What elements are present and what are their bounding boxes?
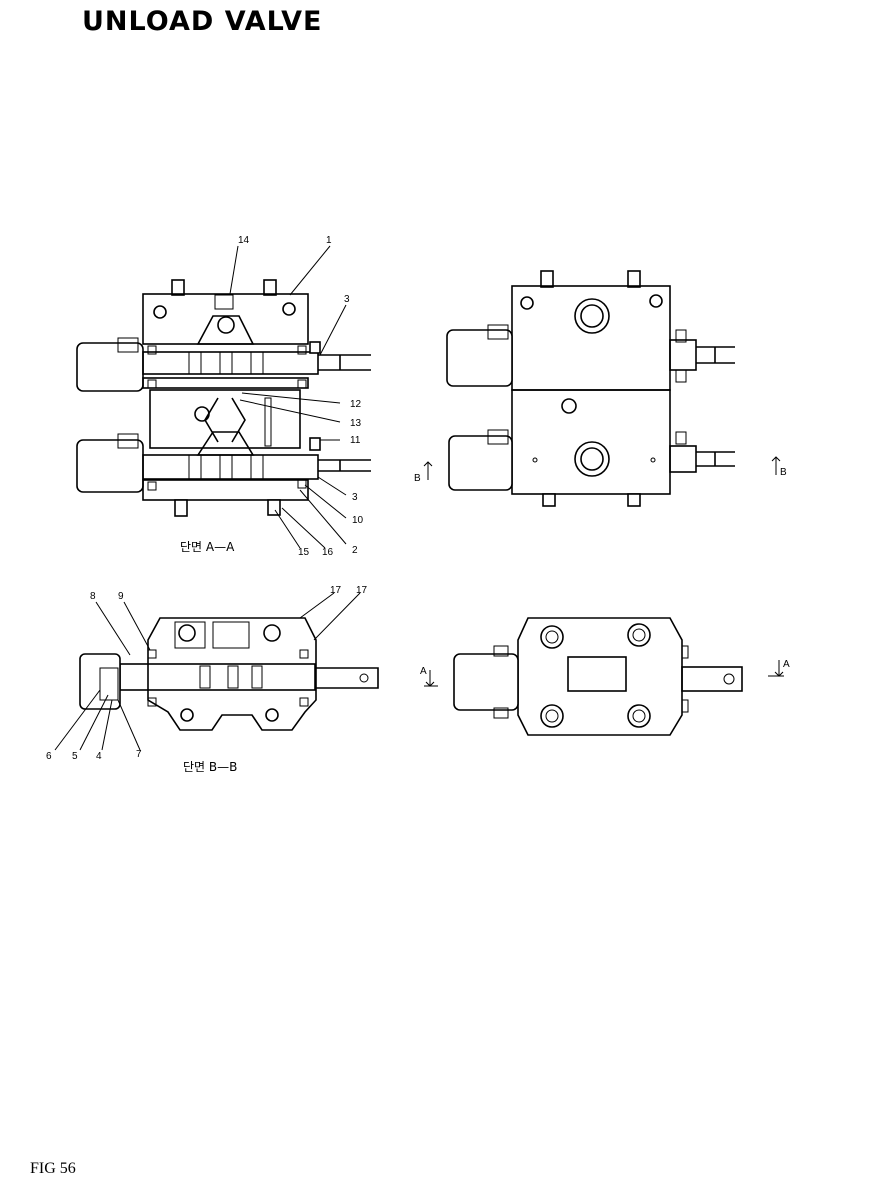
callout-11: 11 <box>350 435 361 446</box>
figure-label: FIG 56 <box>30 1160 76 1177</box>
callout-5: 5 <box>72 751 78 762</box>
callout-7: 7 <box>136 749 142 760</box>
section-marker-b-left: B <box>414 473 421 484</box>
section-bb-drawing <box>54 592 379 751</box>
section-marker-a-right: A <box>783 659 790 670</box>
callout-8: 8 <box>90 591 96 602</box>
callout-1: 1 <box>326 235 332 246</box>
callout-4: 4 <box>96 751 102 762</box>
callout-9: 9 <box>118 591 124 602</box>
callout-3-upper: 3 <box>344 294 350 305</box>
callout-17-a: 17 <box>330 585 342 596</box>
callout-13: 13 <box>350 418 362 429</box>
callout-2: 2 <box>352 545 358 556</box>
callout-16: 16 <box>322 547 334 558</box>
caption-section-aa: 단면 A—A <box>180 540 235 554</box>
callout-14: 14 <box>238 235 250 246</box>
bottom-view-drawing <box>424 617 784 736</box>
section-aa-drawing <box>76 245 371 549</box>
callout-3-lower: 3 <box>352 492 358 503</box>
callout-10: 10 <box>352 515 364 526</box>
caption-section-bb: 단면 B—B <box>183 760 237 774</box>
callout-17-b: 17 <box>356 585 368 596</box>
section-marker-a-left: A <box>420 666 427 677</box>
callout-15: 15 <box>298 547 310 558</box>
callout-6: 6 <box>46 751 52 762</box>
front-view-drawing <box>423 270 781 507</box>
page-title: UNLOAD VALVE <box>82 6 323 37</box>
callout-12: 12 <box>350 399 362 410</box>
section-marker-b-right: B <box>780 467 787 478</box>
